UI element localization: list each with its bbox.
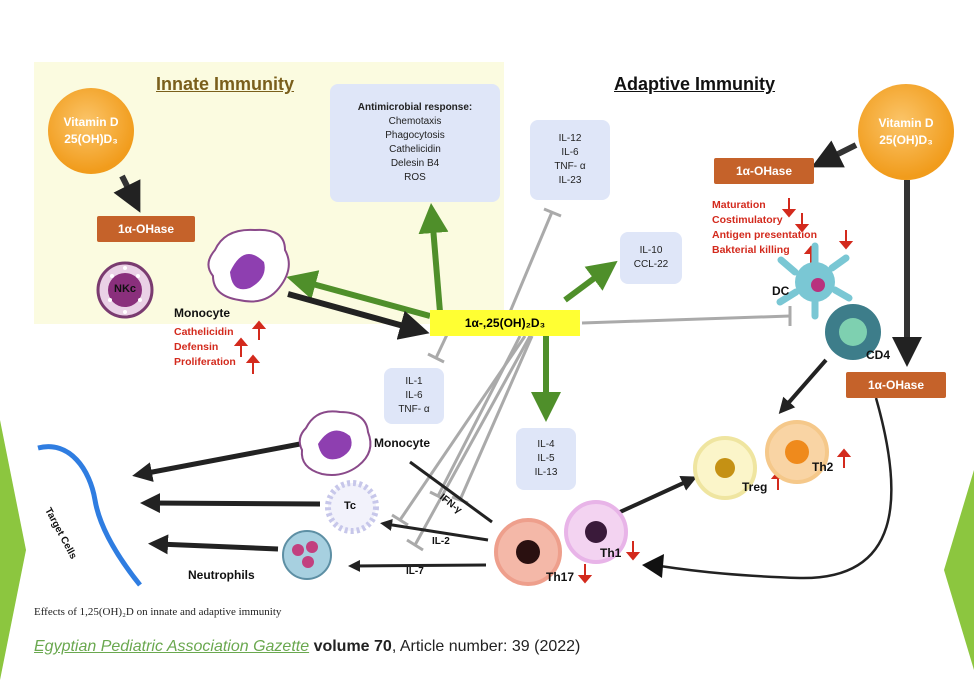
citation: Egyptian Pediatric Association Gazette v…: [34, 638, 581, 655]
th17-cell: [494, 518, 562, 586]
neutrophil-cell: [282, 530, 332, 580]
il7-label: IL-7: [406, 566, 424, 577]
treg-cell: [693, 436, 757, 500]
cd4-cell: [825, 304, 881, 360]
tc-label: Tc: [344, 500, 357, 512]
monocyte-bottom-cell: [298, 410, 372, 476]
monocyte-top-label: Monocyte: [174, 306, 231, 320]
th1-label: Th1: [600, 546, 622, 560]
cytokine-box-il1: IL-1 IL-6 TNF- α: [384, 368, 444, 424]
cytokine-box-il12: IL-12 IL-6 TNF- α IL-23: [530, 120, 610, 200]
calcitriol-box: 1α-,25(OH)₂D₃: [430, 310, 580, 336]
monocyte-effects: Cathelicidin Defensin Proliferation: [174, 326, 236, 368]
slide-decoration-right: [944, 470, 974, 670]
figure-caption: Effects of 1,25(OH)₂D on innate and adap…: [34, 606, 282, 618]
neutrophils-label: Neutrophils: [188, 568, 255, 582]
monocyte-bottom-label: Monocyte: [374, 436, 431, 450]
ohase-dc: 1α-OHase: [714, 158, 814, 184]
treg-label: Treg: [742, 480, 768, 494]
nk-cell: [96, 261, 154, 319]
th2-cell: [765, 420, 829, 484]
ohase-innate: 1α-OHase: [97, 216, 195, 242]
innate-immunity-title: Innate Immunity: [156, 74, 295, 94]
ohase-cd4: 1α-OHase: [846, 372, 946, 398]
tc-cell: [325, 480, 379, 534]
adaptive-immunity-title: Adaptive Immunity: [614, 74, 776, 94]
monocyte-top-cell: [207, 228, 290, 303]
dendritic-cell: [776, 242, 853, 320]
antimicrobial-response-box: Antimicrobial response: Chemotaxis Phago…: [330, 84, 500, 202]
slide-decoration-left: [0, 420, 26, 680]
dc-effects: Maturation Costimulatory Antigen present…: [712, 199, 818, 256]
journal-link[interactable]: Egyptian Pediatric Association Gazette: [34, 638, 310, 655]
th17-label: Th17: [546, 570, 575, 584]
cytokine-box-il4: IL-4 IL-5 IL-13: [516, 428, 576, 490]
nkc-label: NKc: [114, 283, 137, 295]
th1-cell: [564, 500, 628, 564]
cd4-label: CD4: [866, 348, 891, 362]
th2-label: Th2: [812, 460, 834, 474]
cytokine-box-il10: IL-10 CCL-22: [620, 232, 682, 284]
dc-label: DC: [772, 284, 790, 298]
il2-label: IL-2: [432, 536, 450, 547]
